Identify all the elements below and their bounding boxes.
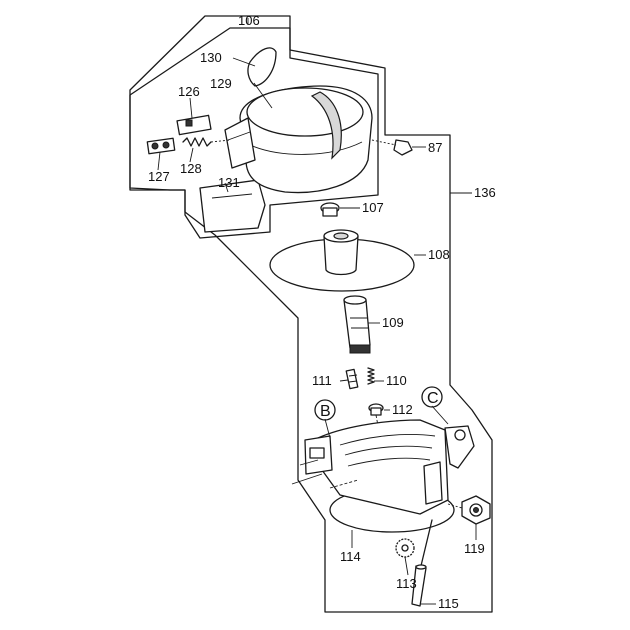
part-115-shaft [411, 519, 433, 607]
part-119-nut [447, 495, 491, 525]
callout-129: 129 [210, 76, 232, 91]
callout-113: 113 [396, 576, 417, 591]
reference-b: B [314, 399, 336, 421]
callout-110: 110 [386, 373, 407, 388]
part-114-base [291, 419, 475, 533]
callout-87: 87 [428, 140, 442, 155]
reference-c: C [421, 386, 443, 408]
callout-115: 115 [438, 596, 459, 611]
part-110-spring [367, 367, 375, 385]
part-107-cap [320, 202, 340, 217]
part-109-sleeve [343, 295, 371, 354]
part-129-hood [224, 85, 373, 194]
part-87-nut [371, 139, 413, 156]
leader-lines [157, 18, 477, 605]
part-126-block [176, 114, 212, 136]
callout-106: 106 [238, 13, 260, 28]
callout-114: 114 [340, 549, 361, 564]
part-127-clip [146, 137, 176, 155]
callout-107: 107 [362, 200, 384, 215]
part-111-pin [345, 368, 359, 390]
callout-109: 109 [382, 315, 404, 330]
callout-126: 126 [178, 84, 200, 99]
part-113-gear-washer [395, 538, 415, 558]
part-131-cover-plate [199, 179, 266, 233]
callout-108: 108 [428, 247, 450, 262]
callout-112: 112 [392, 402, 413, 417]
reference-b-label: B [320, 403, 331, 420]
callout-128: 128 [180, 161, 202, 176]
part-128-spring [182, 137, 212, 147]
part-130-lens [247, 47, 277, 87]
callout-111: 111 [312, 373, 332, 388]
callout-127: 127 [148, 169, 170, 184]
reference-c-label: C [427, 390, 439, 407]
part-108-disc [269, 229, 415, 292]
callout-119: 119 [464, 541, 485, 556]
subassembly-outline-106 [129, 27, 379, 239]
callout-136: 136 [474, 185, 496, 200]
callout-131: 131 [218, 175, 240, 190]
callout-130: 130 [200, 50, 222, 65]
